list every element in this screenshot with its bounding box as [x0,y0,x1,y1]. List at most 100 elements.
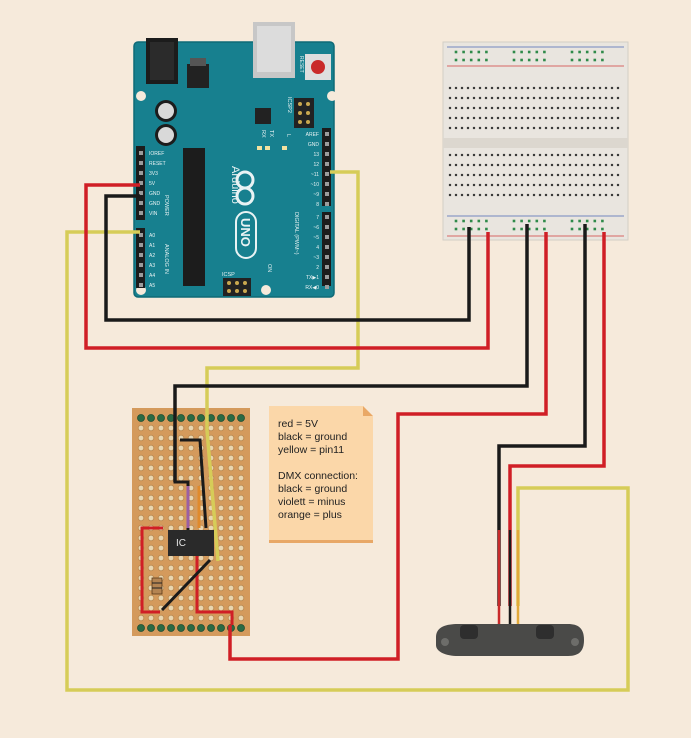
wire-red-perf [228,232,548,661]
digital-pin-label: ~9 [313,192,319,198]
wire-yellow-pin11 [205,170,360,562]
digital-pin-label: GND [308,142,320,148]
svg-text:L: L [285,134,291,137]
analog-pin-label: A4 [149,273,155,279]
icsp-header [223,278,251,296]
digital-header-top [322,128,331,206]
power-pin-label: RESET [149,161,166,167]
digital-pin-label: ~11 [311,172,319,178]
digital-pin-label: ~5 [313,235,319,241]
ic-chip: IC [168,530,214,556]
svg-text:IC: IC [176,538,186,549]
digital-pin [325,215,329,219]
analog-pin [139,253,143,257]
analog-pin [139,283,143,287]
note-card: red = 5V black = ground yellow = pin11 D… [269,406,373,540]
digital-pin [325,255,329,259]
digital-pin-label: RX◀0 [305,285,319,291]
analog-pin-label: A2 [149,253,155,259]
note-line-dmx-violet: violett = minus [278,496,346,508]
distance-sensor [436,624,584,656]
wire-red-5v [84,183,490,350]
digital-pin-label: AREF [306,132,319,138]
svg-text:POWER: POWER [163,195,169,216]
power-pin-label: 5V [149,181,156,187]
digital-pin-label: 7 [316,215,319,221]
svg-text:ON: ON [266,264,272,272]
analog-pin [139,273,143,277]
digital-pin [325,182,329,186]
brand-label: Arduino [229,166,241,204]
note-text: red = 5V black = ground yellow = pin11 D… [278,418,358,522]
power-pin [139,181,143,185]
digital-pin-label: 8 [316,202,319,208]
note-line-black: black = ground [278,431,348,443]
svg-text:DIGITAL (PWM~): DIGITAL (PWM~) [293,212,299,255]
digital-pin-label: 12 [313,162,319,168]
digital-pin [325,192,329,196]
power-pin [139,201,143,205]
wire-yellow-sensor [65,230,630,692]
perfboard [132,408,250,636]
analog-pin [139,233,143,237]
analog-pin-label: A0 [149,233,155,239]
analog-pin [139,243,143,247]
analog-header [136,228,145,288]
digital-pin [325,285,329,289]
digital-pin-label: TX▶1 [306,275,319,281]
digital-pin-label: ~10 [311,182,320,188]
small-components [151,577,163,595]
sensor-leads [497,530,520,624]
power-pin [139,151,143,155]
svg-text:ICSP2: ICSP2 [286,97,292,113]
digital-pin [325,132,329,136]
analog-pin-label: A1 [149,243,155,249]
digital-pin-label: 4 [316,245,319,251]
digital-pin-label: 13 [313,152,319,158]
digital-pin [325,152,329,156]
digital-pin [325,235,329,239]
reset-label: RESET [298,56,304,73]
power-pin-label: GND [149,201,161,207]
note-line-dmx: DMX connection: [278,470,358,482]
svg-text:ICSP: ICSP [222,272,235,278]
power-pin [139,191,143,195]
power-pin-label: VIN [149,211,158,217]
note-line-dmx-black: black = ground [278,483,348,495]
icsp2-header [294,98,314,128]
power-pin-label: GND [149,191,161,197]
power-pin-label: IOREF [149,151,164,157]
model-label: UNO [238,218,253,247]
analog-pin-label: A3 [149,263,155,269]
svg-text:TX: TX [268,130,274,137]
digital-pin [325,265,329,269]
digital-pin [325,162,329,166]
voltage-regulator [187,64,209,88]
analog-pin [139,263,143,267]
digital-pin [325,202,329,206]
power-pin [139,211,143,215]
digital-pin [325,172,329,176]
wire-black-gnd [104,194,471,322]
digital-pin-label: ~3 [313,255,319,261]
power-pin [139,171,143,175]
svg-text:RX: RX [260,130,266,138]
digital-pin [325,225,329,229]
arduino-logo [235,170,257,259]
note-line-red: red = 5V [278,418,318,430]
breadboard [442,41,629,241]
power-pin [139,161,143,165]
svg-text:ANALOG IN: ANALOG IN [163,244,169,274]
wire-black-sensor [497,224,587,606]
perfboard-wiring [140,420,234,625]
analog-pin-label: A5 [149,283,155,289]
digital-pin [325,245,329,249]
arduino-board: RESET ICSP2 TX RX L Arduino UNO [133,22,337,298]
digital-pin [325,275,329,279]
digital-pin [325,142,329,146]
atmega-chip [183,148,205,286]
digital-pin-label: ~6 [313,225,319,231]
digital-pin-label: 2 [316,265,319,271]
power-pin-label: 3V3 [149,171,158,177]
